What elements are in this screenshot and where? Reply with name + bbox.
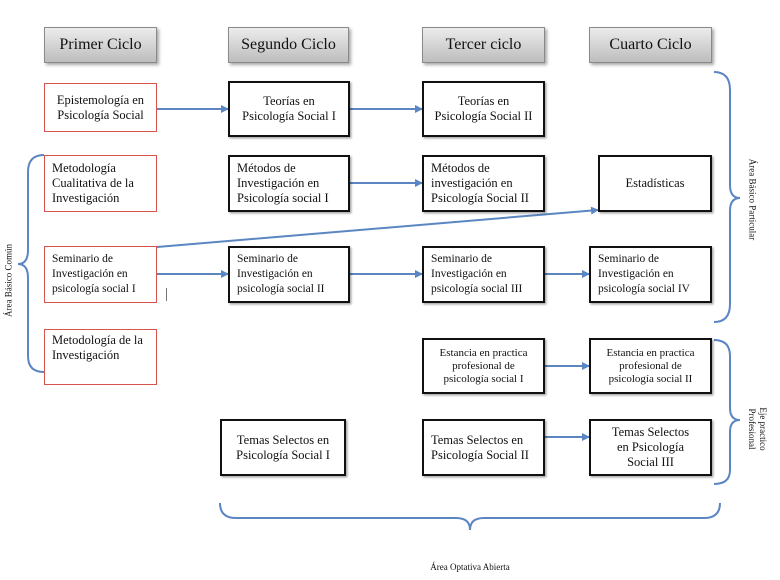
box-metodos-1: Métodos de Investigación en Psicología s… — [228, 155, 350, 212]
brace-area-basico-comun — [17, 154, 45, 373]
header-cuarto-ciclo: Cuarto Ciclo — [589, 27, 712, 63]
header-segundo-ciclo: Segundo Ciclo — [228, 27, 349, 63]
box-temas-3: Temas Selectos en Psicología Social III — [589, 419, 712, 476]
box-estancia-1: Estancia en practica profesional de psic… — [422, 338, 545, 394]
box-metodos-2: Métodos de investigación en Psicología S… — [422, 155, 545, 212]
box-estadisticas: Estadísticas — [598, 155, 712, 212]
box-metodologia-cualitativa: Metodología Cualitativa de la Investigac… — [44, 155, 157, 212]
label-eje-practico: Eje practico Profesional — [747, 407, 768, 451]
label-area-basico-particular: Área Básico Particular — [747, 158, 758, 241]
box-metodologia-investigacion: Metodología de la Investigación — [44, 329, 157, 385]
brace-area-optativa — [219, 502, 721, 531]
brace-area-basico-particular — [713, 71, 741, 323]
brace-eje-practico — [713, 339, 741, 485]
label-area-optativa: Área Optativa Abierta — [430, 562, 510, 572]
label-area-basico-comun: Área Básico Común — [3, 244, 14, 317]
box-seminario-4: Seminario de Investigación en psicología… — [589, 246, 712, 303]
box-seminario-3: Seminario de Investigación en psicología… — [422, 246, 545, 303]
box-seminario-2: Seminario de Investigación en psicología… — [228, 246, 350, 303]
box-seminario-1: Seminario de Investigación en psicología… — [44, 246, 157, 303]
header-primer-ciclo: Primer Ciclo — [44, 27, 157, 63]
box-teorias-1: Teorías en Psicología Social I — [228, 81, 350, 137]
header-tercer-ciclo: Tercer ciclo — [422, 27, 545, 63]
box-temas-1: Temas Selectos en Psicología Social I — [220, 419, 346, 476]
box-epistemologia: Epistemología en Psicología Social — [44, 83, 157, 132]
arrow-seminario1-to-estadisticas — [156, 206, 599, 248]
box-estancia-2: Estancia en practica profesional de psic… — [589, 338, 712, 394]
text-cursor — [166, 288, 167, 301]
box-temas-2: Temas Selectos en Psicología Social II — [422, 419, 545, 476]
box-teorias-2: Teorías en Psicología Social II — [422, 81, 545, 137]
